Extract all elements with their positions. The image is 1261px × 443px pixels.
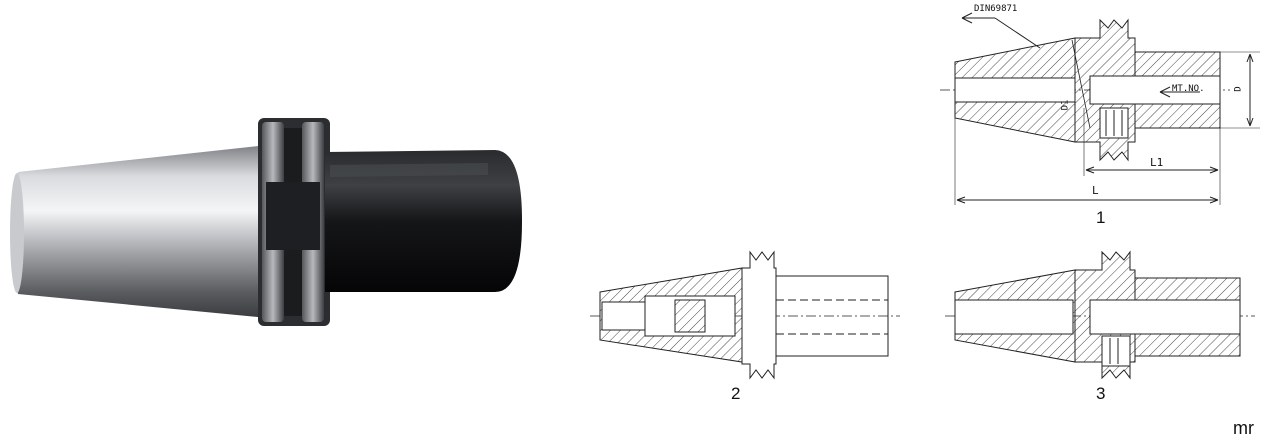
- taper-end-face: [10, 173, 24, 293]
- view-label-3: 3: [1096, 384, 1106, 403]
- dimension-d1-label: D1: [1060, 99, 1071, 111]
- din-standard-label: DIN69871: [974, 4, 1018, 14]
- drive-slot: [266, 182, 320, 250]
- body-highlight: [330, 163, 488, 177]
- view-2-drawing: [590, 250, 900, 380]
- dimension-d-label: D: [1233, 86, 1244, 92]
- taper-shank: [15, 145, 268, 318]
- toolholder-photo: [10, 118, 522, 326]
- unit-label: mr: [1233, 418, 1254, 438]
- mt-number-label: MT.NO.: [1172, 84, 1205, 94]
- view-3-drawing: [945, 250, 1255, 380]
- dimension-l-label: L: [1092, 184, 1099, 197]
- dimension-l1-label: L1: [1150, 156, 1164, 169]
- view-1-drawing: [940, 12, 1260, 205]
- view-label-1: 1: [1096, 208, 1106, 227]
- black-body: [325, 150, 522, 292]
- view-label-2: 2: [731, 384, 741, 403]
